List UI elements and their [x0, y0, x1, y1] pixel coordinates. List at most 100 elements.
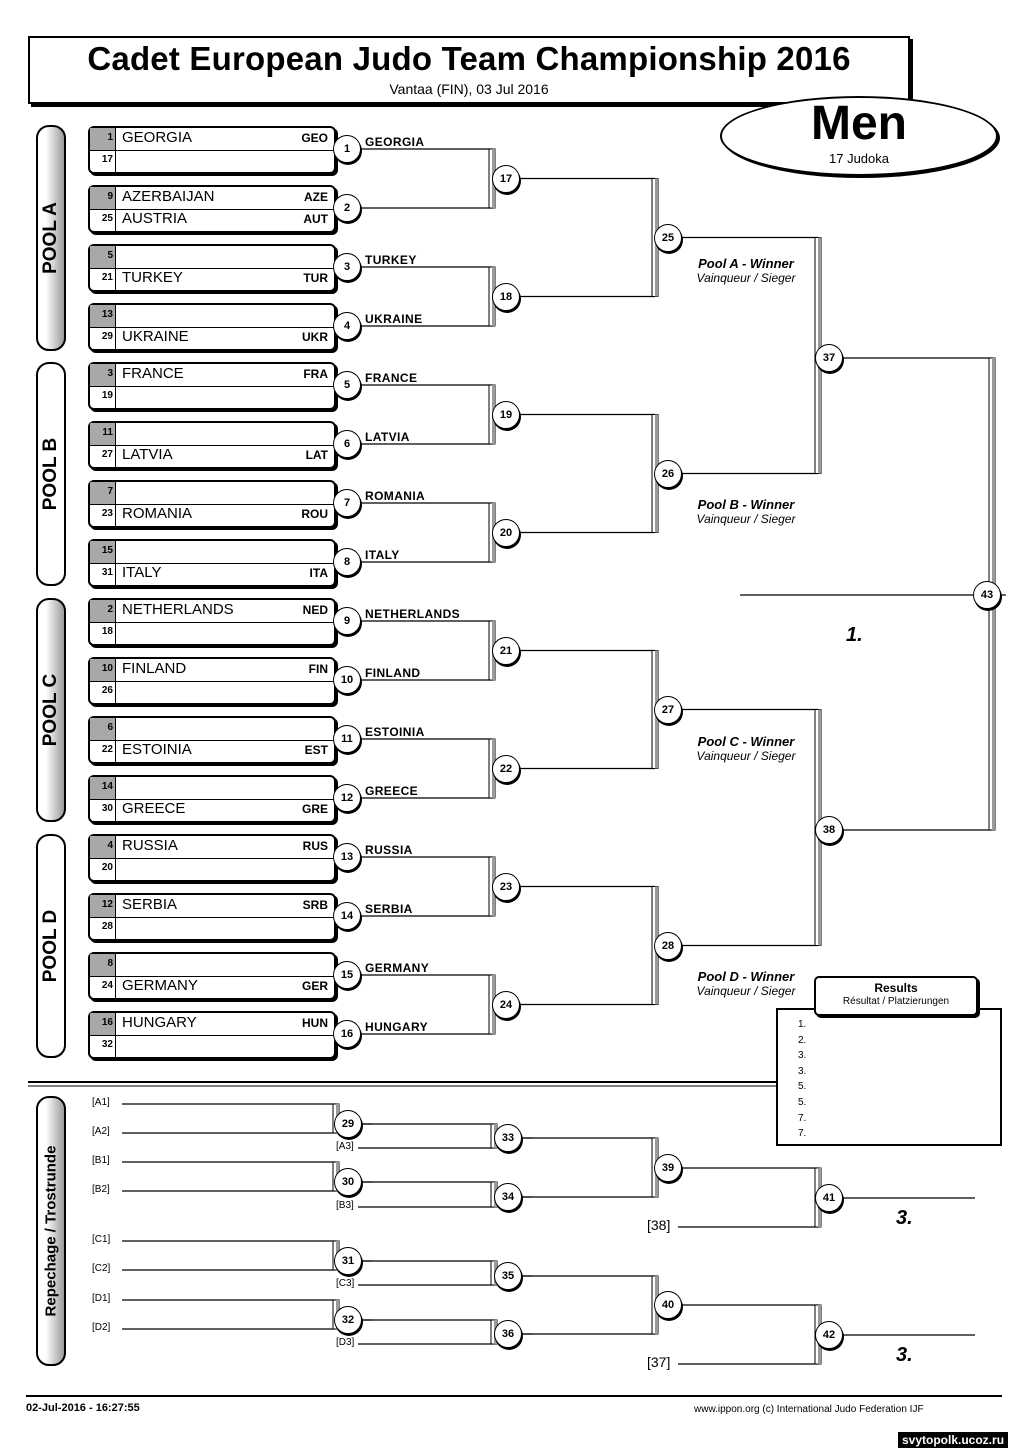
- entry-row-top: 5: [90, 246, 334, 269]
- match-1: 1: [333, 135, 361, 163]
- results-place: 5.: [798, 1081, 807, 1093]
- team-code: ROU: [301, 507, 328, 521]
- entry-row-top: 3 FRANCE FRA: [90, 364, 334, 387]
- match-23: 23: [492, 872, 520, 901]
- seed-number: 24: [90, 976, 116, 998]
- repechage-ref: [37]: [647, 1354, 671, 1370]
- seed-number: 2: [90, 600, 116, 622]
- entry-row-bottom: 28: [90, 917, 334, 939]
- category-count: 17 Judoka: [829, 151, 889, 166]
- team-name: ESTOINIA: [122, 741, 192, 758]
- entry-pair: 13 29 UKRAINE UKR: [88, 303, 336, 351]
- repechage-sub-label: [B3]: [336, 1200, 354, 1211]
- match-17: 17: [492, 164, 520, 193]
- pool-d-tab: POOL D: [36, 834, 66, 1058]
- seed-number: 15: [90, 541, 116, 563]
- match-6: 6: [333, 430, 361, 458]
- category-oval: Men 17 Judoka: [720, 96, 998, 176]
- team-code: LAT: [305, 448, 328, 462]
- entry-row-top: 7: [90, 482, 334, 505]
- match-12: 12: [333, 784, 361, 812]
- repechage-sub-label: [C3]: [336, 1278, 355, 1289]
- entry-row-bottom: 32: [90, 1035, 334, 1057]
- round1-winner: HUNGARY: [365, 1020, 429, 1034]
- seed-number: 7: [90, 482, 116, 504]
- match-31: 31: [334, 1247, 362, 1275]
- match-10: 10: [333, 666, 361, 694]
- seed-number: 26: [90, 681, 116, 703]
- page-title: Cadet European Judo Team Championship 20…: [87, 40, 851, 77]
- match-41: 41: [815, 1184, 843, 1212]
- team-code: GER: [301, 979, 328, 993]
- match-11: 11: [333, 725, 361, 753]
- entry-pair: 2 NETHERLANDS NED 18: [88, 598, 336, 646]
- seed-number: 9: [90, 187, 116, 209]
- match-42: 42: [815, 1321, 843, 1349]
- repechage-ref: [38]: [647, 1217, 671, 1233]
- repechage-sub-label: [D3]: [336, 1337, 355, 1348]
- match-16: 16: [333, 1020, 361, 1048]
- team-name: AUSTRIA: [122, 210, 188, 227]
- match-40: 40: [654, 1291, 682, 1319]
- seed-number: 18: [90, 622, 116, 644]
- seed-number: 6: [90, 718, 116, 740]
- round1-winner: GERMANY: [365, 961, 430, 975]
- seed-number: 22: [90, 740, 116, 762]
- entry-pair: 5 21 TURKEY TUR: [88, 244, 336, 292]
- results-place: 7.: [798, 1112, 807, 1124]
- results-box: [776, 1008, 1002, 1146]
- results-place: 7.: [798, 1128, 807, 1140]
- entry-pair: 10 FINLAND FIN 26: [88, 657, 336, 705]
- match-39: 39: [654, 1154, 682, 1182]
- entry-row-bottom: 27 LATVIA LAT: [90, 445, 334, 467]
- results-place: 1.: [798, 1019, 807, 1030]
- entry-pair: 9 AZERBAIJAN AZE 25 AUSTRIA AUT: [88, 185, 336, 233]
- match-14: 14: [333, 902, 361, 930]
- seed-number: 16: [90, 1013, 116, 1035]
- team-name: LATVIA: [122, 446, 173, 463]
- round1-winner: GEORGIA: [365, 135, 425, 149]
- seed-number: 14: [90, 777, 116, 799]
- entry-pair: 7 23 ROMANIA ROU: [88, 480, 336, 528]
- entry-row-bottom: 25 AUSTRIA AUT: [90, 209, 334, 231]
- match-8: 8: [333, 548, 361, 576]
- results-title: Results: [874, 981, 918, 995]
- seed-number: 5: [90, 246, 116, 268]
- team-code: GEO: [301, 131, 328, 145]
- match-24: 24: [492, 990, 520, 1019]
- team-name: FINLAND: [122, 660, 187, 677]
- team-code: TUR: [303, 271, 328, 285]
- repechage-input-label: [A2]: [92, 1126, 110, 1137]
- results-place: 5.: [798, 1097, 807, 1108]
- match-28: 28: [654, 931, 682, 960]
- match-13: 13: [333, 843, 361, 871]
- team-name: RUSSIA: [122, 837, 178, 854]
- match-4: 4: [333, 312, 361, 340]
- results-subtitle: Résultat / Platzierungen: [842, 996, 950, 1007]
- pool-b-tab: POOL B: [36, 362, 66, 586]
- seed-number: 3: [90, 364, 116, 386]
- repechage-input-label: [D2]: [92, 1322, 111, 1333]
- entry-row-top: 15: [90, 541, 334, 564]
- watermark: svytopolk.ucoz.ru: [898, 1432, 1009, 1448]
- seed-number: 21: [90, 268, 116, 290]
- bronze-place-label: 3.: [896, 1344, 913, 1366]
- pool-label: POOL C: [40, 673, 61, 747]
- team-code: NED: [302, 603, 328, 617]
- entry-row-top: 11: [90, 423, 334, 446]
- seed-number: 27: [90, 445, 116, 467]
- seed-number: 29: [90, 327, 116, 349]
- match-3: 3: [333, 253, 361, 281]
- entry-row-top: 12 SERBIA SRB: [90, 895, 334, 918]
- seed-number: 4: [90, 836, 116, 858]
- match-18: 18: [492, 282, 520, 311]
- round1-winner: LATVIA: [365, 430, 410, 444]
- match-22: 22: [492, 754, 520, 783]
- match-21: 21: [492, 636, 520, 665]
- team-name: FRANCE: [122, 365, 184, 382]
- results-place: 3.: [798, 1065, 807, 1077]
- team-code: AUT: [303, 212, 328, 226]
- entry-row-top: 4 RUSSIA RUS: [90, 836, 334, 859]
- team-name: NETHERLANDS: [122, 601, 234, 618]
- repechage-label: Repechage / Trostrunde: [42, 1145, 60, 1317]
